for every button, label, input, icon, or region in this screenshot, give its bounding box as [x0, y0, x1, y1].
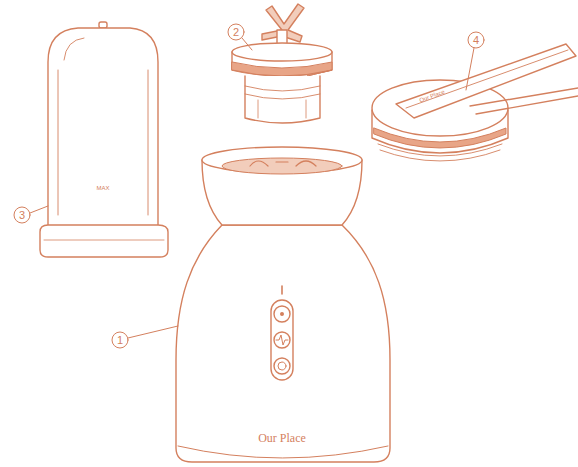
brand-logo: Our Place — [258, 432, 306, 444]
blade-assembly — [232, 4, 332, 123]
lid-with-handle — [372, 44, 578, 161]
callout-number: 2 — [233, 27, 239, 38]
callout-number: 1 — [117, 335, 123, 346]
max-fill-mark: MAX — [96, 185, 109, 191]
callout-number: 3 — [19, 210, 25, 221]
callout-leaders — [14, 24, 484, 348]
callout-number: 4 — [473, 35, 479, 46]
motor-base — [176, 147, 390, 462]
blender-cup — [40, 22, 168, 257]
